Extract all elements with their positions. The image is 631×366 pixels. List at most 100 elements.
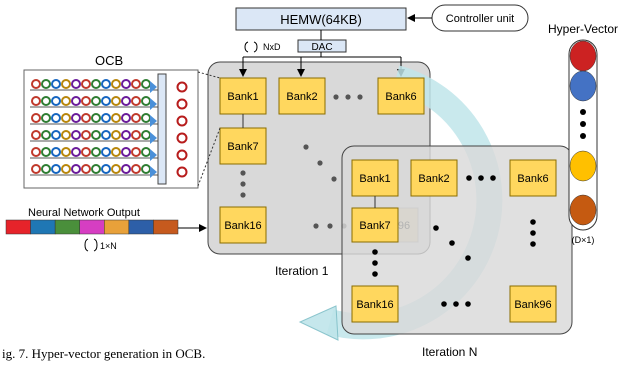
- ocb-panel: [23, 69, 199, 189]
- photodetector-icon: [150, 166, 157, 178]
- microring-icon: [101, 96, 111, 106]
- nn-output-segment: [128, 219, 154, 235]
- microring-icon: [71, 96, 81, 106]
- microring-icon: [131, 113, 141, 123]
- microring-icon: [31, 96, 41, 106]
- microring-icon: [31, 164, 41, 174]
- microring-icon: [131, 130, 141, 140]
- iterationN-label: Iteration N: [422, 345, 477, 359]
- microring-icon: [101, 113, 111, 123]
- dac-label: DAC: [311, 42, 332, 53]
- hyper-vector-element: [569, 150, 597, 182]
- microring-icon: [91, 79, 101, 89]
- iterN-dots: [372, 175, 536, 307]
- hyper-vector-ellipsis-dot: [580, 121, 586, 127]
- nn-output-segment: [5, 219, 31, 235]
- hyper-vector-element: [569, 40, 597, 72]
- microring-icon: [41, 79, 51, 89]
- microring-icon: [61, 147, 71, 157]
- microring-icon: [91, 130, 101, 140]
- output-ring-icon: [176, 166, 188, 178]
- microring-icon: [61, 164, 71, 174]
- svg-text:Bank2: Bank2: [418, 173, 449, 185]
- microring-icon: [51, 79, 61, 89]
- microring-icon: [61, 96, 71, 106]
- photodetector-icon: [150, 81, 157, 93]
- microring-icon: [111, 113, 121, 123]
- microring-icon: [51, 113, 61, 123]
- controller-unit: Controller unit: [431, 4, 529, 32]
- nxd-bracket-left: [244, 41, 249, 53]
- microring-icon: [111, 164, 121, 174]
- svg-text:Bank1: Bank1: [227, 91, 258, 103]
- dac-block: DAC: [297, 39, 347, 53]
- microring-icon: [81, 164, 91, 174]
- hyper-vector-ellipsis-dot: [580, 109, 586, 115]
- svg-text:Bank6: Bank6: [517, 173, 548, 185]
- microring-icon: [111, 79, 121, 89]
- microring-icon: [81, 147, 91, 157]
- nn-dim-label: 1×N: [100, 241, 117, 251]
- hyper-vector-label: Hyper-Vector: [548, 22, 618, 36]
- iterN-bank16: Bank16: [351, 285, 399, 323]
- hemw-label: HEMW(64KB): [280, 12, 362, 27]
- nxd-label: NxD: [263, 42, 281, 52]
- microring-icon: [131, 147, 141, 157]
- output-ring-icon: [176, 98, 188, 110]
- microring-icon: [51, 164, 61, 174]
- svg-text:Bank16: Bank16: [224, 220, 261, 232]
- microring-icon: [41, 147, 51, 157]
- microring-icon: [101, 79, 111, 89]
- microring-icon: [91, 164, 101, 174]
- microring-icon: [81, 96, 91, 106]
- output-ring-icon: [176, 115, 188, 127]
- svg-text:Bank7: Bank7: [227, 141, 258, 153]
- microring-icon: [51, 147, 61, 157]
- hyper-vector: [568, 39, 598, 231]
- microring-icon: [61, 130, 71, 140]
- svg-text:Bank2: Bank2: [286, 91, 317, 103]
- microring-icon: [61, 79, 71, 89]
- iterN-bank2: Bank2: [410, 159, 458, 197]
- figure-caption: ig. 7. Hyper-vector generation in OCB.: [2, 346, 205, 361]
- iter1-bank2: Bank2: [278, 77, 326, 115]
- microring-icon: [91, 113, 101, 123]
- iterN-bank6: Bank6: [509, 159, 557, 197]
- iteration1-label: Iteration 1: [275, 264, 329, 278]
- microring-icon: [81, 79, 91, 89]
- hyper-vector-element: [569, 194, 597, 226]
- microring-icon: [101, 130, 111, 140]
- microring-icon: [41, 113, 51, 123]
- nn-output-segment: [104, 219, 130, 235]
- microring-icon: [121, 113, 131, 123]
- microring-icon: [91, 96, 101, 106]
- iter1-bank6: Bank6: [377, 77, 425, 115]
- nn-output-vector: [5, 219, 179, 235]
- microring-icon: [31, 130, 41, 140]
- photodetector-icon: [150, 149, 157, 161]
- microring-icon: [41, 164, 51, 174]
- nn-output-label: Neural Network Output: [28, 207, 140, 219]
- microring-icon: [121, 147, 131, 157]
- microring-icon: [81, 113, 91, 123]
- nn-output-segment: [30, 219, 56, 235]
- svg-text:Bank16: Bank16: [356, 299, 393, 311]
- iter1-bank16: Bank16: [219, 206, 267, 244]
- microring-icon: [71, 147, 81, 157]
- svg-text:Bank6: Bank6: [385, 91, 416, 103]
- microring-icon: [61, 113, 71, 123]
- svg-text:Bank7: Bank7: [359, 220, 390, 232]
- microring-icon: [71, 113, 81, 123]
- iter1-bank1: Bank1: [219, 77, 267, 115]
- nn-output-segment: [79, 219, 105, 235]
- microring-icon: [111, 147, 121, 157]
- microring-icon: [91, 147, 101, 157]
- microring-icon: [131, 96, 141, 106]
- microring-icon: [41, 130, 51, 140]
- iterN-bank96: Bank96: [509, 285, 557, 323]
- nxd-bracket-right: [253, 41, 258, 53]
- microring-icon: [101, 147, 111, 157]
- output-ring-icon: [176, 149, 188, 161]
- microring-icon: [31, 79, 41, 89]
